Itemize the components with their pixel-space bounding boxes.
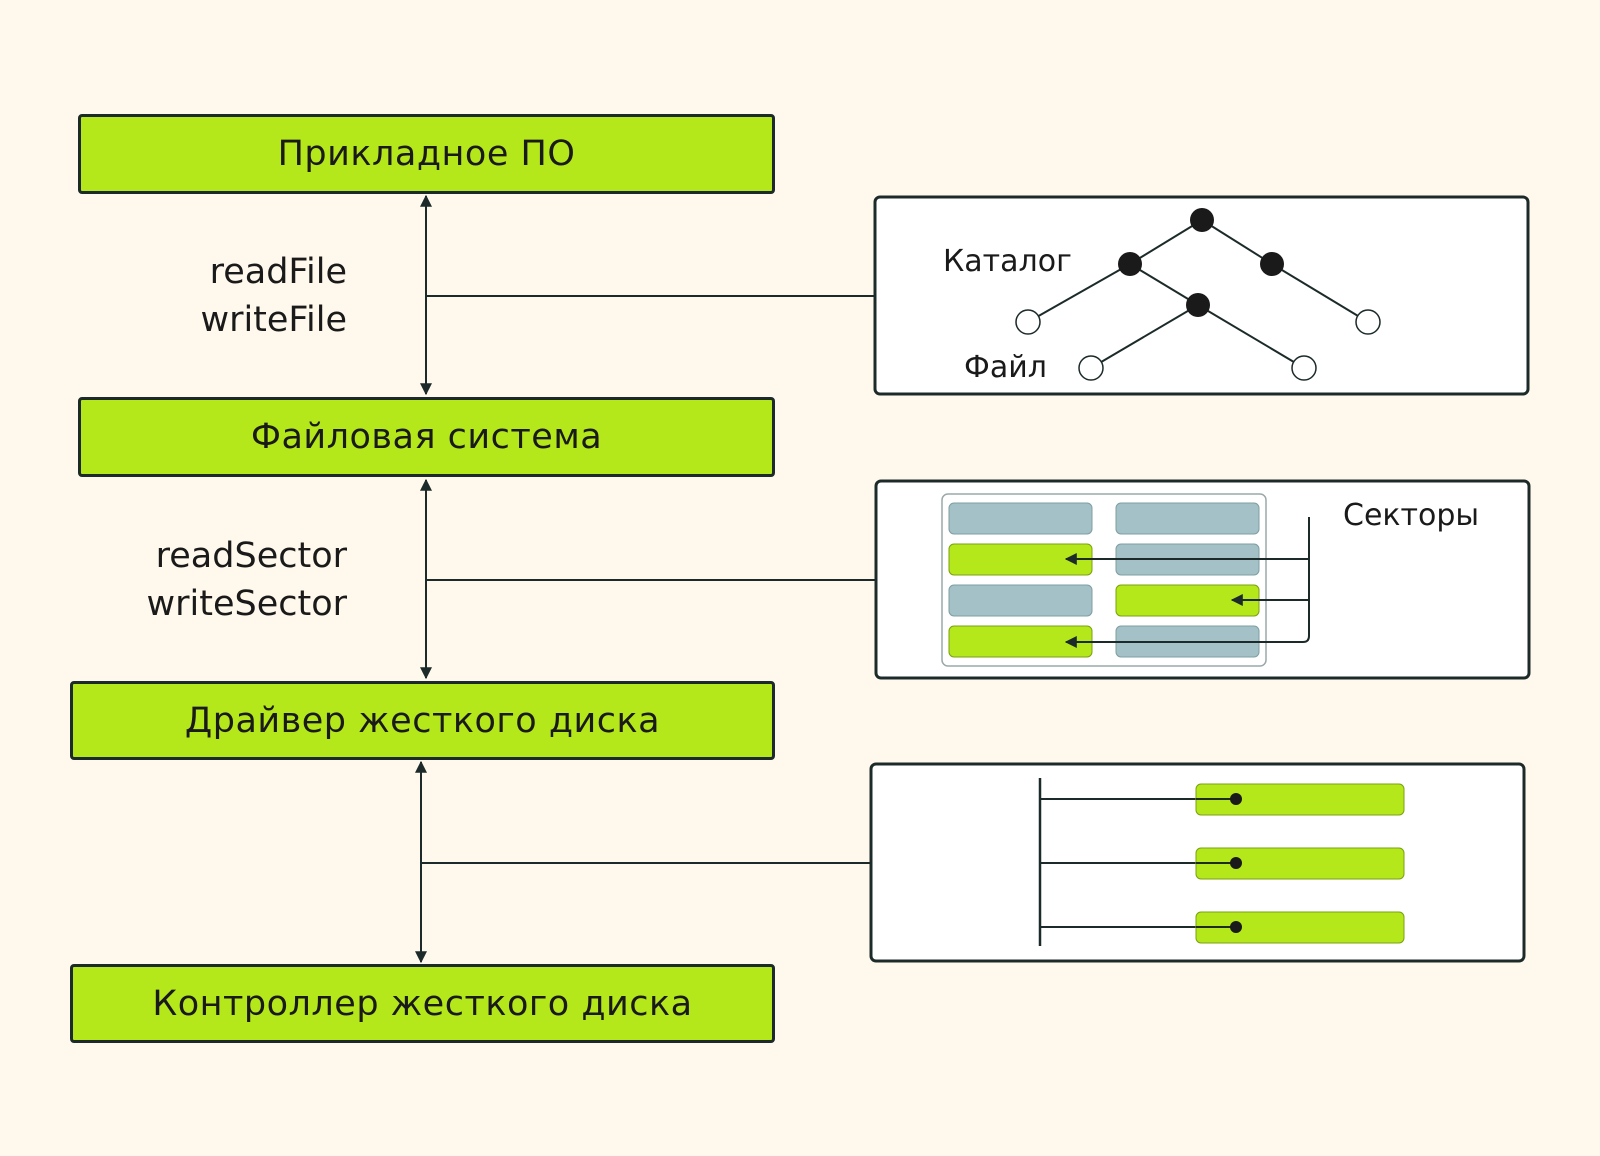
layer-disk-driver: Драйвер жесткого диска <box>70 681 775 760</box>
sectors-label: Секторы <box>1343 498 1480 533</box>
sector-grid <box>941 493 1267 667</box>
layer-file-system: Файловая система <box>78 397 775 477</box>
layer-label: Контроллер жесткого диска <box>152 983 693 1024</box>
file-node <box>1355 309 1381 335</box>
file-node <box>1078 355 1104 381</box>
file-label: Файл <box>964 350 1047 385</box>
sector-chain-line <box>1302 517 1310 643</box>
sector-free <box>1115 502 1260 535</box>
file-api-label: readFile writeFile <box>27 248 347 344</box>
read-sector-label: readSector <box>155 536 347 576</box>
directory-tree <box>1027 219 1369 369</box>
layer-disk-controller: Контроллер жесткого диска <box>70 964 775 1043</box>
write-sector-label: writeSector <box>146 584 347 624</box>
bus-endpoint-dot <box>1230 857 1242 869</box>
layer-label: Прикладное ПО <box>277 134 576 174</box>
sector-free <box>948 584 1093 617</box>
layer-label: Файловая система <box>250 417 603 457</box>
sector-api-label: readSector writeSector <box>27 532 347 628</box>
directory-label: Каталог <box>943 244 1072 279</box>
directory-node <box>1186 293 1210 317</box>
bus-endpoint-dot <box>1230 793 1242 805</box>
bus-endpoint-dot <box>1230 921 1242 933</box>
sector-free <box>948 502 1093 535</box>
read-file-label: readFile <box>209 252 347 292</box>
layer-label: Драйвер жесткого диска <box>184 700 661 741</box>
file-node <box>1015 309 1041 335</box>
write-file-label: writeFile <box>200 300 347 340</box>
layer-application-software: Прикладное ПО <box>78 114 775 194</box>
directory-node <box>1118 252 1142 276</box>
directory-node <box>1260 252 1284 276</box>
file-node <box>1291 355 1317 381</box>
directory-node <box>1190 208 1214 232</box>
